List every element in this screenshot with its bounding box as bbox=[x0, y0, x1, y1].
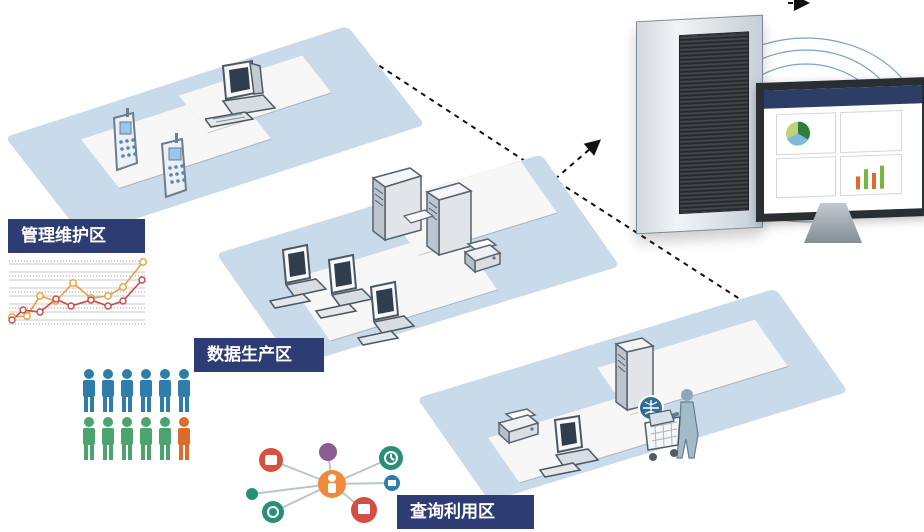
dashboard-bar-chart bbox=[854, 164, 888, 190]
dashboard-monitor bbox=[756, 76, 924, 223]
phone-icon bbox=[112, 108, 139, 172]
printer-icon bbox=[497, 408, 540, 445]
maintenance-trend-chart bbox=[5, 256, 150, 328]
rack-slots bbox=[679, 31, 749, 215]
server-icon bbox=[614, 337, 664, 421]
dashboard-panel bbox=[776, 156, 836, 199]
dashboard-panel bbox=[840, 109, 902, 154]
person-icon bbox=[178, 417, 190, 460]
printer-icon bbox=[463, 238, 502, 274]
computer-icon bbox=[268, 243, 416, 346]
computer-icon bbox=[205, 59, 277, 128]
query-zone-label: 查询利用区 bbox=[397, 495, 534, 529]
person-icon bbox=[83, 369, 190, 412]
phone-icon bbox=[160, 133, 188, 199]
person-icon bbox=[83, 417, 171, 460]
people-grid bbox=[83, 369, 190, 460]
network-icon bbox=[246, 443, 403, 523]
core-server-rack bbox=[636, 14, 763, 235]
shopping-cart-icon bbox=[644, 389, 699, 461]
computer-icon bbox=[538, 414, 600, 478]
dashboard-header-bar bbox=[764, 85, 922, 109]
maintenance-zone-label: 管理维护区 bbox=[8, 219, 145, 253]
production-zone-label: 数据生产区 bbox=[194, 338, 324, 372]
